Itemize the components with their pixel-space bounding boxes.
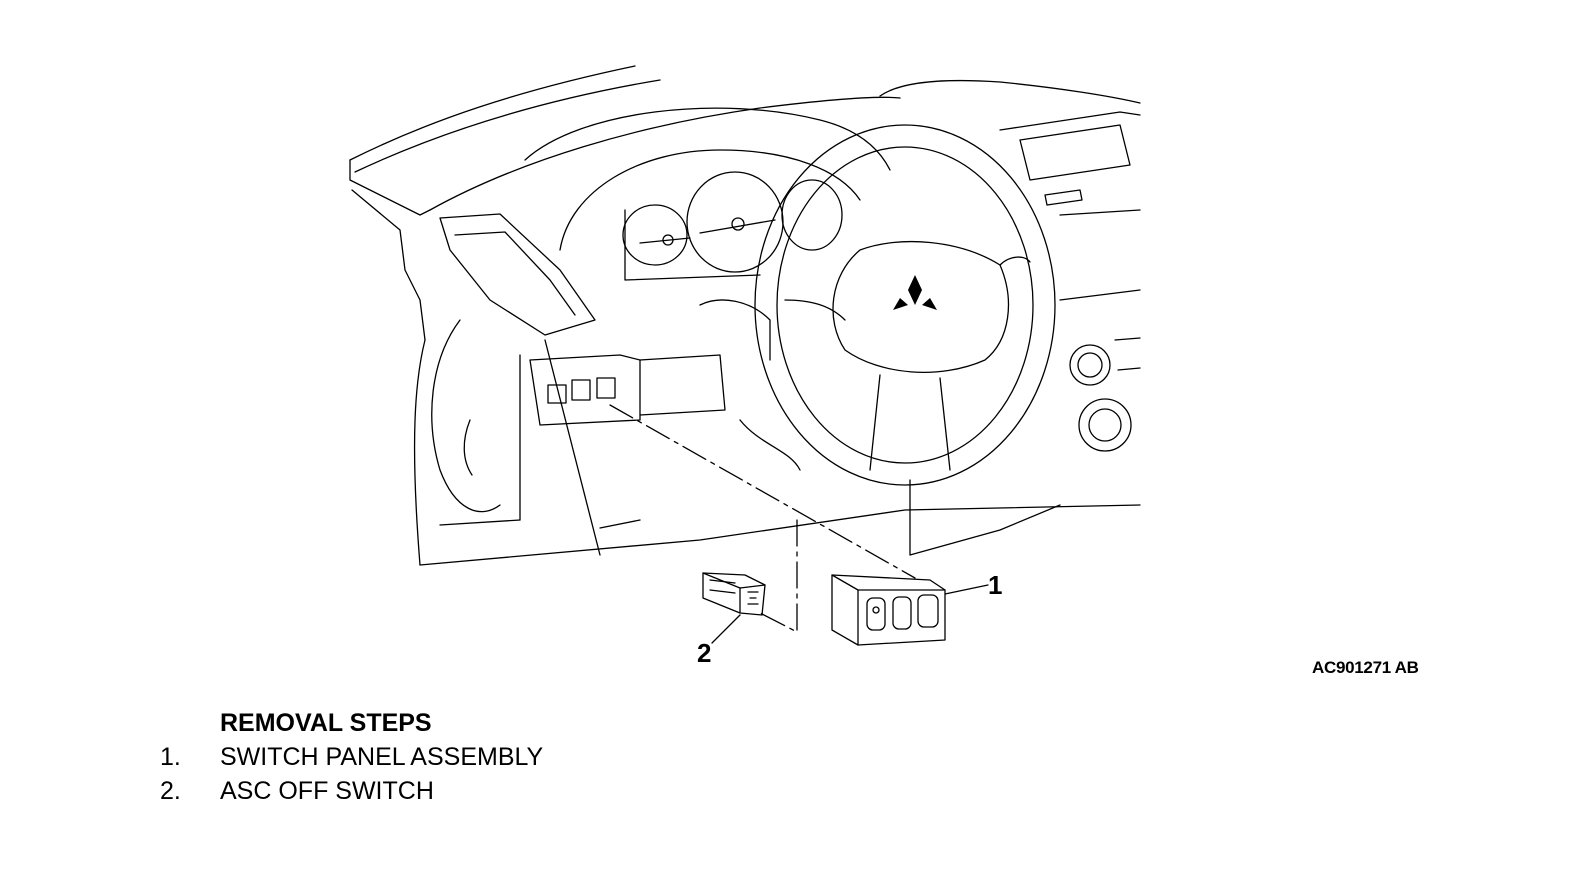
callout-number-1: 1 (988, 570, 1003, 600)
steering-wheel (754, 124, 1056, 486)
figure-id: AC901271 AB (1312, 658, 1419, 677)
switch-panel-assembly (831, 574, 946, 646)
instrument-cluster (524, 107, 891, 281)
removal-step-1: 1. SWITCH PANEL ASSEMBLY (160, 740, 543, 774)
asc-icon (747, 591, 759, 605)
emblem-icon (893, 275, 937, 310)
leader-line-1 (609, 404, 916, 579)
step-number: 2. (160, 777, 181, 805)
asc-off-switch (702, 572, 766, 616)
step-label: SWITCH PANEL ASSEMBLY (220, 743, 544, 771)
callout-number-2: 2 (697, 638, 712, 668)
removal-steps: REMOVAL STEPS 1. SWITCH PANEL ASSEMBLY 2.… (160, 706, 543, 808)
removal-step-2: 2. ASC OFF SWITCH (160, 774, 543, 808)
dashboard-outline (349, 65, 1141, 566)
center-console (909, 111, 1141, 556)
callout-2-line (711, 614, 741, 644)
leader-line-2 (759, 519, 798, 633)
switch-bay (529, 299, 801, 471)
callout-1-line (944, 584, 989, 595)
step-label: ASC OFF SWITCH (220, 777, 434, 805)
removal-steps-heading: REMOVAL STEPS (220, 709, 432, 737)
step-number: 1. (160, 743, 181, 771)
